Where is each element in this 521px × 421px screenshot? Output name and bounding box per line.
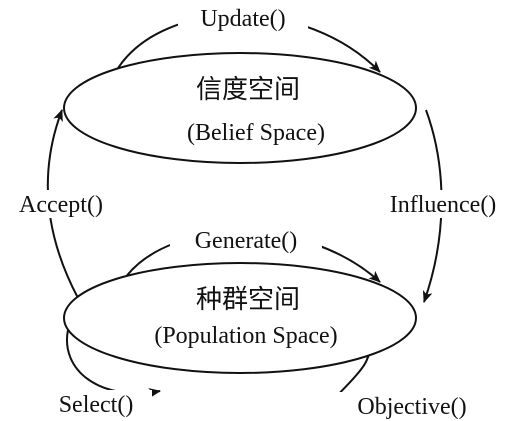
generate-label: Generate() — [195, 228, 298, 254]
influence-label: Influence() — [390, 192, 497, 218]
objective-label: Objective() — [357, 394, 466, 420]
belief-space-title: 信度空间 — [196, 75, 300, 105]
population-space-subtitle: (Population Space) — [154, 323, 337, 349]
update-label: Update() — [200, 6, 285, 32]
population-space-title: 种群空间 — [196, 285, 300, 315]
accept-label: Accept() — [19, 192, 103, 218]
belief-space-subtitle: (Belief Space) — [187, 120, 325, 146]
belief-space-node — [63, 52, 417, 164]
population-space-node — [63, 262, 417, 374]
select-label: Select() — [59, 392, 134, 418]
